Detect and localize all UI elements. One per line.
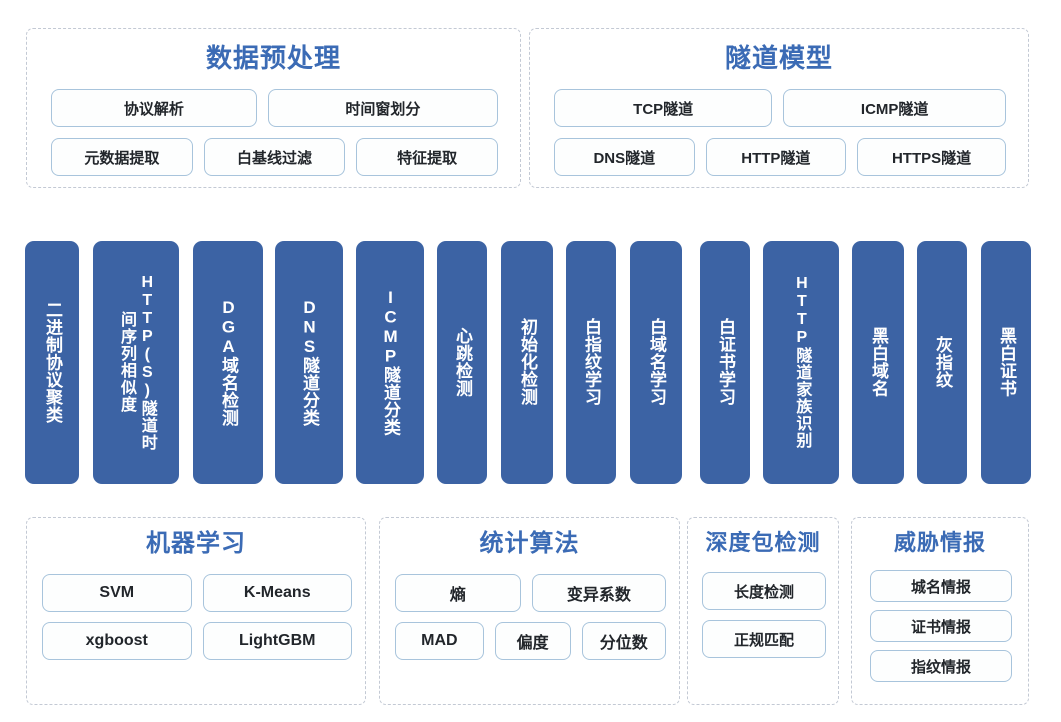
capability-column[interactable]: 灰指纹 xyxy=(917,241,967,484)
pill-[interactable]: 长度检测 xyxy=(702,572,826,610)
pill-xgboost[interactable]: xgboost xyxy=(42,622,192,660)
pill-[interactable]: 时间窗划分 xyxy=(267,89,498,127)
capability-column-label: DNS隧道分类 xyxy=(300,297,320,427)
panel-body-threat-intelligence: 城名情报证书情报指纹情报 xyxy=(870,570,1012,690)
pill-lightgbm[interactable]: LightGBM xyxy=(202,622,352,660)
capability-column[interactable]: HTTP隧道家族识别 xyxy=(763,241,839,484)
panel-body-statistics: 熵变异系数 MAD 偏度分位数 xyxy=(395,574,666,670)
pill-row: 正规匹配 xyxy=(702,620,826,658)
capability-column-label: ICMP隧道分类 xyxy=(381,288,401,436)
pill-[interactable]: 证书情报 xyxy=(870,610,1012,642)
panel-title-threat-intelligence: 威胁情报 xyxy=(893,530,986,555)
pill-row: 城名情报 xyxy=(870,570,1012,602)
panel-body-data-preprocessing: 协议解析时间窗划分元数据提取白基线过滤特征提取 xyxy=(51,89,499,187)
panel-body-machine-learning: SVM K-Means xgboost LightGBM xyxy=(42,574,352,670)
pill-[interactable]: 元数据提取 xyxy=(51,138,193,176)
capability-column-label: HTTP(S)隧道时间序列相似度 xyxy=(118,273,156,451)
pill-k-means[interactable]: K-Means xyxy=(202,574,352,612)
capability-column[interactable]: 二进制协议聚类 xyxy=(25,241,79,484)
capability-column[interactable]: 心跳检测 xyxy=(437,241,487,484)
pill-row: TCP隧道 ICMP隧道 xyxy=(554,89,1006,127)
capability-column[interactable]: 初始化检测 xyxy=(501,241,553,484)
pill-[interactable]: 指纹情报 xyxy=(870,650,1012,682)
pill-row: 协议解析时间窗划分 xyxy=(51,89,498,127)
pill-https[interactable]: HTTPS隧道 xyxy=(857,138,1006,176)
pill-row: 证书情报 xyxy=(870,610,1012,642)
capability-column[interactable]: DNS隧道分类 xyxy=(275,241,343,484)
capability-column[interactable]: 黑白域名 xyxy=(852,241,904,484)
capability-column[interactable]: 白证书学习 xyxy=(700,241,750,484)
capability-column[interactable]: ICMP隧道分类 xyxy=(356,241,424,484)
capability-column[interactable]: HTTP(S)隧道时间序列相似度 xyxy=(93,241,179,484)
capability-column-label: 二进制协议聚类 xyxy=(43,300,63,424)
capability-column-label: 白指纹学习 xyxy=(582,318,602,406)
panel-threat-intelligence: 威胁情报 城名情报证书情报指纹情报 xyxy=(851,517,1029,705)
pill-[interactable]: 变异系数 xyxy=(531,574,666,612)
capability-column[interactable]: 黑白证书 xyxy=(981,241,1031,484)
pill-dns[interactable]: DNS隧道 xyxy=(554,138,695,176)
panel-title-data-preprocessing: 数据预处理 xyxy=(205,43,341,73)
pill-[interactable]: 熵 xyxy=(395,574,521,612)
pill-[interactable]: 特征提取 xyxy=(356,138,499,176)
pill-[interactable]: 城名情报 xyxy=(870,570,1012,602)
capability-column[interactable]: 白指纹学习 xyxy=(566,241,616,484)
capability-column-label: 黑白域名 xyxy=(869,327,889,397)
panel-title-statistics: 统计算法 xyxy=(479,530,580,557)
pill-[interactable]: 白基线过滤 xyxy=(203,138,346,176)
pill-tcp[interactable]: TCP隧道 xyxy=(554,89,773,127)
panel-statistics: 统计算法 熵变异系数 MAD 偏度分位数 xyxy=(379,517,680,705)
capability-column[interactable]: DGA域名检测 xyxy=(193,241,263,484)
panel-deep-packet-inspection: 深度包检测 长度检测正规匹配 xyxy=(687,517,839,705)
pill-row: xgboost LightGBM xyxy=(42,622,352,660)
capability-column-label: 灰指纹 xyxy=(933,335,953,389)
panel-title-deep-packet-inspection: 深度包检测 xyxy=(705,530,821,555)
panel-title-tunnel-model: 隧道模型 xyxy=(724,43,833,73)
capability-column-label: 白证书学习 xyxy=(716,318,736,406)
pill-row: MAD 偏度分位数 xyxy=(395,622,666,660)
panel-body-tunnel-model: TCP隧道 ICMP隧道 DNS隧道 HTTP隧道 HTTPS隧道 xyxy=(554,89,1006,187)
capability-column-label: 初始化检测 xyxy=(518,318,538,406)
panel-body-deep-packet-inspection: 长度检测正规匹配 xyxy=(702,572,826,668)
pill-[interactable]: 协议解析 xyxy=(51,89,257,127)
pill-http[interactable]: HTTP隧道 xyxy=(705,138,847,176)
capability-column-label: 黑白证书 xyxy=(997,327,1017,397)
pill-icmp[interactable]: ICMP隧道 xyxy=(783,89,1006,127)
panel-title-machine-learning: 机器学习 xyxy=(146,530,246,557)
pill-[interactable]: 正规匹配 xyxy=(702,620,826,658)
pill-row: 长度检测 xyxy=(702,572,826,610)
capability-column-label: DGA域名检测 xyxy=(219,297,239,427)
capability-column-label: 心跳检测 xyxy=(453,327,473,397)
pill-[interactable]: 分位数 xyxy=(581,622,666,660)
pill-row: 熵变异系数 xyxy=(395,574,666,612)
capability-column-label: HTTP隧道家族识别 xyxy=(793,275,811,449)
pill-svm[interactable]: SVM xyxy=(42,574,192,612)
capability-column-label: 白域名学习 xyxy=(647,318,667,406)
pill-row: SVM K-Means xyxy=(42,574,352,612)
pill-row: DNS隧道 HTTP隧道 HTTPS隧道 xyxy=(554,138,1006,176)
capability-column[interactable]: 白域名学习 xyxy=(630,241,682,484)
panel-data-preprocessing: 数据预处理 协议解析时间窗划分元数据提取白基线过滤特征提取 xyxy=(26,28,521,188)
pill-mad[interactable]: MAD xyxy=(395,622,484,660)
panel-tunnel-model: 隧道模型 TCP隧道 ICMP隧道 DNS隧道 HTTP隧道 HTTPS隧道 xyxy=(529,28,1029,188)
pill-row: 元数据提取白基线过滤特征提取 xyxy=(51,138,499,176)
pill-[interactable]: 偏度 xyxy=(494,622,571,660)
panel-machine-learning: 机器学习 SVM K-Means xgboost LightGBM xyxy=(26,517,366,705)
pill-row: 指纹情报 xyxy=(870,650,1012,682)
